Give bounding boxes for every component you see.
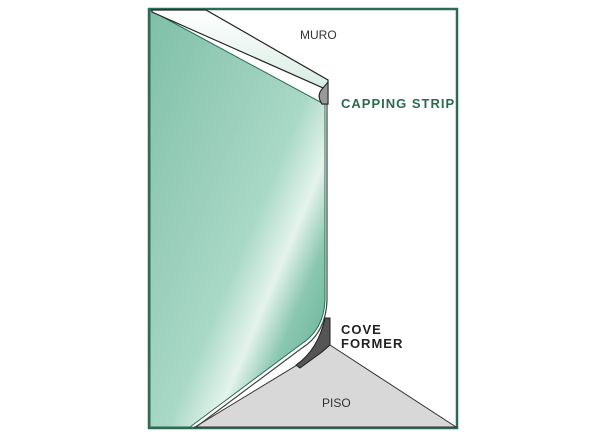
floor (193, 344, 458, 428)
cove-former-line1: COVE (341, 322, 382, 337)
wall-panel (149, 9, 326, 428)
capping-strip-label: CAPPING STRIP (341, 96, 456, 111)
wall-label: MURO (300, 28, 337, 42)
panel-edge (195, 100, 328, 428)
floor-label: PISO (322, 396, 351, 410)
cove-former-label: COVE FORMER (341, 323, 403, 351)
capping-strip-end (318, 80, 329, 105)
cove-former (295, 317, 331, 369)
cove-former-line2: FORMER (341, 336, 404, 351)
